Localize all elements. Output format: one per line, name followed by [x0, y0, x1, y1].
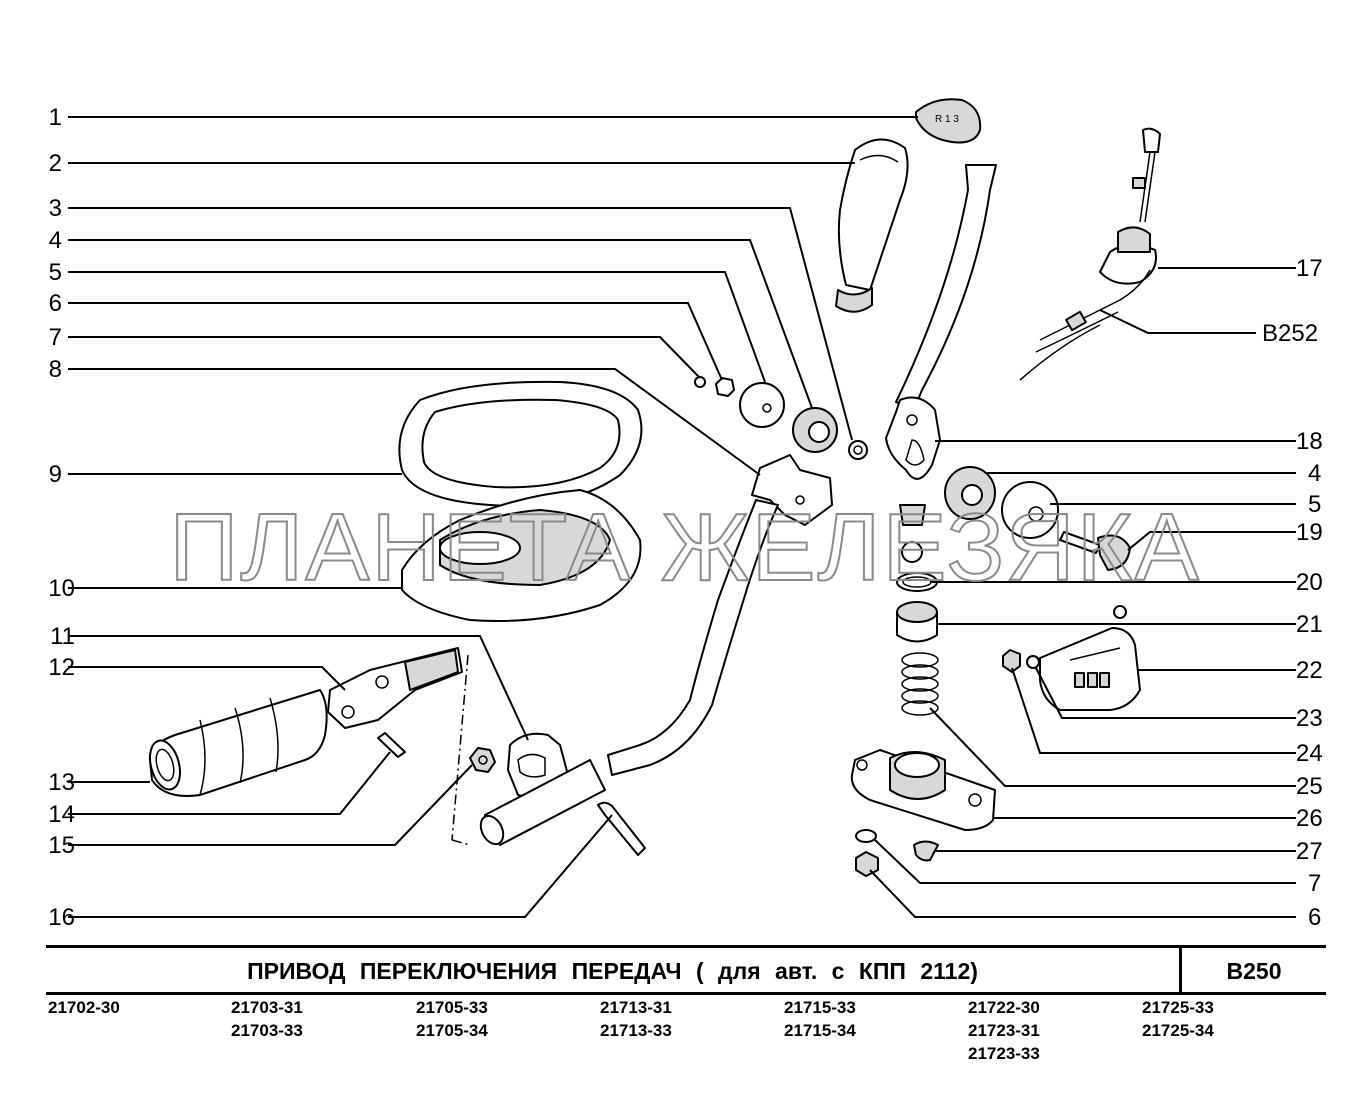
- callout-4b: 4: [1308, 460, 1321, 487]
- svg-text:R 1 3: R 1 3: [935, 114, 959, 125]
- part-universal-joint: [327, 647, 463, 729]
- callout-6: 6: [49, 290, 62, 317]
- part-lever-assembly: [1019, 127, 1161, 381]
- part-spring: [901, 652, 939, 716]
- callout-5b: 5: [1308, 491, 1321, 518]
- part-small-bushing: [848, 440, 868, 460]
- callout-15: 15: [48, 832, 75, 859]
- part-boot-cover: [401, 489, 642, 622]
- part-shift-rod: [607, 499, 779, 776]
- model-number: 21703-33: [231, 1021, 303, 1040]
- model-number: 21722-30: [968, 998, 1040, 1017]
- part-tube: [479, 759, 606, 846]
- model-number: 21725-34: [1142, 1021, 1214, 1040]
- callout-8: 8: [49, 356, 62, 383]
- part-gear-lever: [885, 164, 997, 563]
- callout-1: 1: [49, 104, 62, 131]
- model-number: 21705-33: [416, 998, 488, 1017]
- callout-22: 22: [1296, 657, 1323, 684]
- model-number: 21713-33: [600, 1021, 672, 1040]
- callout-11: 11: [50, 623, 75, 650]
- callout-20: 20: [1296, 569, 1323, 596]
- part-bushing: [896, 601, 938, 643]
- title-divider: [1179, 948, 1182, 992]
- model-number: 21723-33: [968, 1044, 1040, 1063]
- part-gasket: [398, 380, 643, 507]
- part-bottom-fasteners: [855, 829, 939, 877]
- callout-17: 17: [1296, 255, 1323, 282]
- callout-23: 23: [1296, 705, 1323, 732]
- callout-5: 5: [49, 259, 62, 286]
- callout-7b: 7: [1308, 870, 1321, 897]
- model-column: 21713-31 21713-33: [600, 996, 672, 1042]
- watermark: ПЛАНЕТА ЖЕЛЕЗЯКА: [169, 494, 1200, 601]
- model-number: 21713-31: [600, 998, 672, 1017]
- part-knob-cap: R 1 3: [915, 98, 982, 144]
- part-bellows: [148, 689, 328, 797]
- callout-2: 2: [49, 150, 62, 177]
- part-nut: [469, 747, 496, 773]
- part-upper-washers: [694, 376, 838, 453]
- callout-b252: B252: [1262, 320, 1318, 347]
- part-bolt-bracket: [1059, 531, 1131, 571]
- callout-18: 18: [1296, 428, 1323, 455]
- model-list: 21702-30 21703-31 21703-33 21705-33 2170…: [0, 996, 1371, 1076]
- diagram-code: B250: [1226, 958, 1282, 984]
- part-cover-plate: [1002, 605, 1141, 711]
- model-number: 21723-31: [968, 1021, 1040, 1040]
- callout-24: 24: [1296, 740, 1323, 767]
- callout-3: 3: [49, 195, 62, 222]
- callout-19: 19: [1296, 519, 1323, 546]
- callout-10: 10: [48, 575, 75, 602]
- model-column: 21705-33 21705-34: [416, 996, 488, 1042]
- callout-13: 13: [48, 769, 75, 796]
- callout-14: 14: [48, 801, 75, 828]
- leader-lines-right: [869, 267, 1296, 918]
- callouts-left: 1 2 3 4 5 6 7 8 9 10 11 12 13 14 15 16: [48, 104, 75, 931]
- model-number: 21702-30: [48, 998, 120, 1017]
- diagram-title: ПРИВОД ПЕРЕКЛЮЧЕНИЯ ПЕРЕДАЧ ( для авт. с…: [247, 958, 978, 984]
- model-column: 21702-30: [48, 996, 120, 1019]
- callouts-right: 17 B252 18 4 5 19 20 21 22 23 24 25 26 2…: [1262, 255, 1323, 931]
- part-small-screw: [377, 732, 406, 758]
- title-block: ПРИВОД ПЕРЕКЛЮЧЕНИЯ ПЕРЕДАЧ ( для авт. с…: [46, 945, 1326, 995]
- callout-26: 26: [1296, 805, 1323, 832]
- model-number: 21705-34: [416, 1021, 488, 1040]
- leader-lines-left: [68, 116, 918, 918]
- model-column: 21715-33 21715-34: [784, 996, 856, 1042]
- model-column: 21703-31 21703-33: [231, 996, 303, 1042]
- callout-7: 7: [49, 324, 62, 351]
- callout-25: 25: [1296, 773, 1323, 800]
- callout-16: 16: [48, 904, 75, 931]
- callout-27: 27: [1296, 838, 1323, 865]
- part-bracket: [751, 454, 833, 526]
- alignment-lines: [451, 654, 471, 846]
- model-number: 21725-33: [1142, 998, 1214, 1017]
- part-base-housing: [850, 749, 996, 831]
- callout-6b: 6: [1308, 904, 1321, 931]
- callout-21: 21: [1296, 611, 1323, 638]
- part-bolt: [597, 801, 646, 856]
- model-number: 21715-34: [784, 1021, 856, 1040]
- model-column: 21725-33 21725-34: [1142, 996, 1214, 1042]
- callout-4: 4: [49, 227, 62, 254]
- exploded-parts-diagram: R 1 3: [48, 98, 1323, 931]
- callout-12: 12: [48, 654, 75, 681]
- model-number: 21715-33: [784, 998, 856, 1017]
- part-gear-knob: [835, 138, 909, 313]
- model-number: 21703-31: [231, 998, 303, 1017]
- model-column: 21722-30 21723-31 21723-33: [968, 996, 1040, 1065]
- part-lower-washers: [944, 466, 1059, 539]
- callout-9: 9: [49, 461, 62, 488]
